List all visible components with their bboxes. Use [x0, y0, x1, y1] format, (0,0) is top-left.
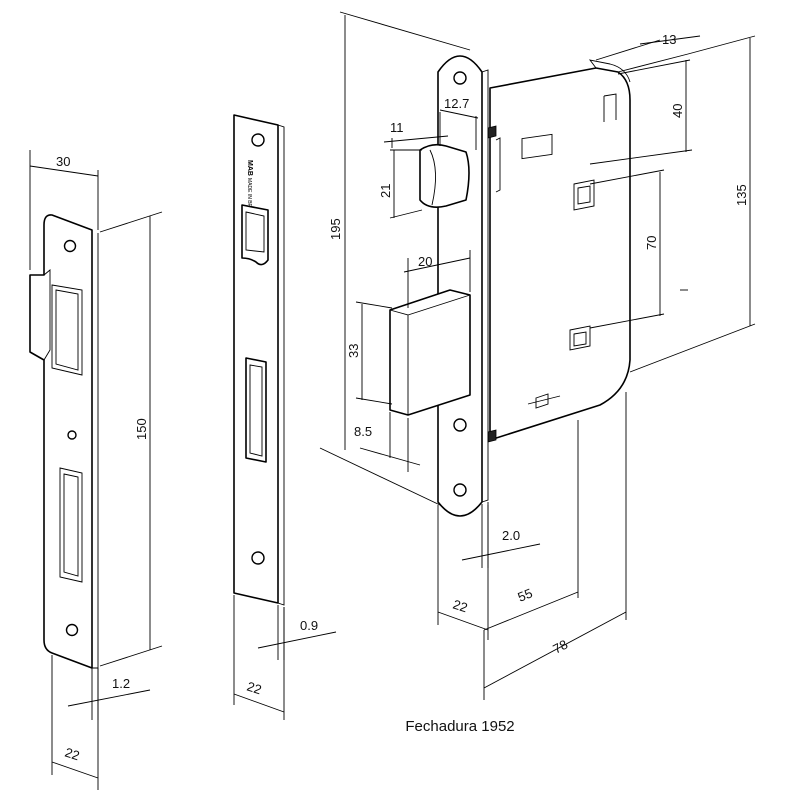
- dim-faceplate-width: 22: [451, 597, 469, 616]
- latch-width-dimension: 11: [383, 120, 449, 148]
- screw-hole: [65, 623, 79, 637]
- plate-thickness-dimension: 2.0: [461, 502, 541, 568]
- screw-hole: [251, 133, 265, 147]
- dim-backset: 55: [516, 585, 535, 604]
- dead-bolt: [389, 289, 471, 416]
- latch-height-dimension: 21: [378, 149, 423, 219]
- dim-latch-width: 11: [390, 120, 404, 135]
- dim-strike-thickness: 1.2: [112, 676, 130, 691]
- strike-plate: [29, 214, 99, 669]
- latch-opening: [241, 204, 269, 266]
- dim-front-depth: 22: [245, 679, 263, 698]
- brand-mark: MAB: [246, 160, 253, 176]
- dim-strike-depth: 22: [63, 745, 81, 764]
- screw-hole: [251, 551, 265, 565]
- overall-height-dimension: 195: [319, 11, 471, 506]
- faceplate-width-dimension: 22: [437, 505, 489, 640]
- strike-length-dimension: 150: [99, 211, 163, 667]
- top-offset-dimension: 40: [589, 59, 693, 165]
- screw-hole: [453, 71, 467, 85]
- screw-hole: [453, 418, 467, 432]
- strike-thickness-dimension: 1.2: [67, 668, 151, 720]
- dim-spindle-spacing: 70: [644, 236, 659, 250]
- latch-offset-dimension: 12.7: [439, 96, 479, 150]
- dim-top-offset: 40: [670, 104, 685, 118]
- spindle-spacing-dimension: 70: [589, 169, 688, 329]
- lock-body: [389, 55, 631, 517]
- dim-latch-height: 21: [378, 184, 393, 198]
- latch-bolt: [419, 143, 470, 208]
- strike-width-dimension: 30: [29, 150, 99, 270]
- backset-dimension: 55: [483, 420, 579, 631]
- dim-bolt-projection: 8.5: [354, 424, 372, 439]
- dim-strike-width: 30: [56, 154, 70, 169]
- dim-bolt-width: 20: [418, 254, 432, 269]
- drawing-caption: Fechadura 1952: [405, 718, 515, 735]
- dim-plate-thickness: 2.0: [502, 528, 520, 543]
- screw-hole: [453, 483, 467, 497]
- dim-strike-length: 150: [134, 418, 149, 440]
- dim-case-depth: 78: [550, 637, 570, 657]
- origin-mark: MADE IN BRAZIL: [246, 178, 252, 218]
- screw-hole: [67, 430, 77, 440]
- dim-overall-height: 195: [328, 218, 343, 240]
- dim-case-width-top: 13: [662, 32, 676, 47]
- case-depth-dimension: 78: [483, 392, 627, 700]
- spindle-hole-upper: [573, 179, 595, 211]
- case-height-dimension: 135: [629, 35, 756, 373]
- bolt-width-dimension: 20: [403, 250, 471, 308]
- faceplate: [437, 55, 483, 517]
- front-depth-dimension: 22: [233, 595, 285, 720]
- front-thickness-dimension: 0.9: [257, 605, 337, 660]
- case-width-top-dimension: 13: [595, 32, 701, 73]
- screw-hole: [63, 239, 77, 253]
- dim-case-height: 135: [734, 184, 749, 206]
- bolt-height-dimension: 33: [346, 301, 393, 405]
- dim-front-thickness: 0.9: [300, 618, 318, 633]
- dim-latch-offset: 12.7: [444, 96, 469, 111]
- spindle-hole-lower: [569, 325, 591, 351]
- strike-depth-dimension: 22: [51, 655, 99, 790]
- dim-bolt-height: 33: [346, 344, 361, 358]
- bolt-projection-dimension: 8.5: [354, 412, 421, 472]
- front-plate: MAB MADE IN BRAZIL: [233, 114, 285, 606]
- bolt-opening: [245, 357, 267, 463]
